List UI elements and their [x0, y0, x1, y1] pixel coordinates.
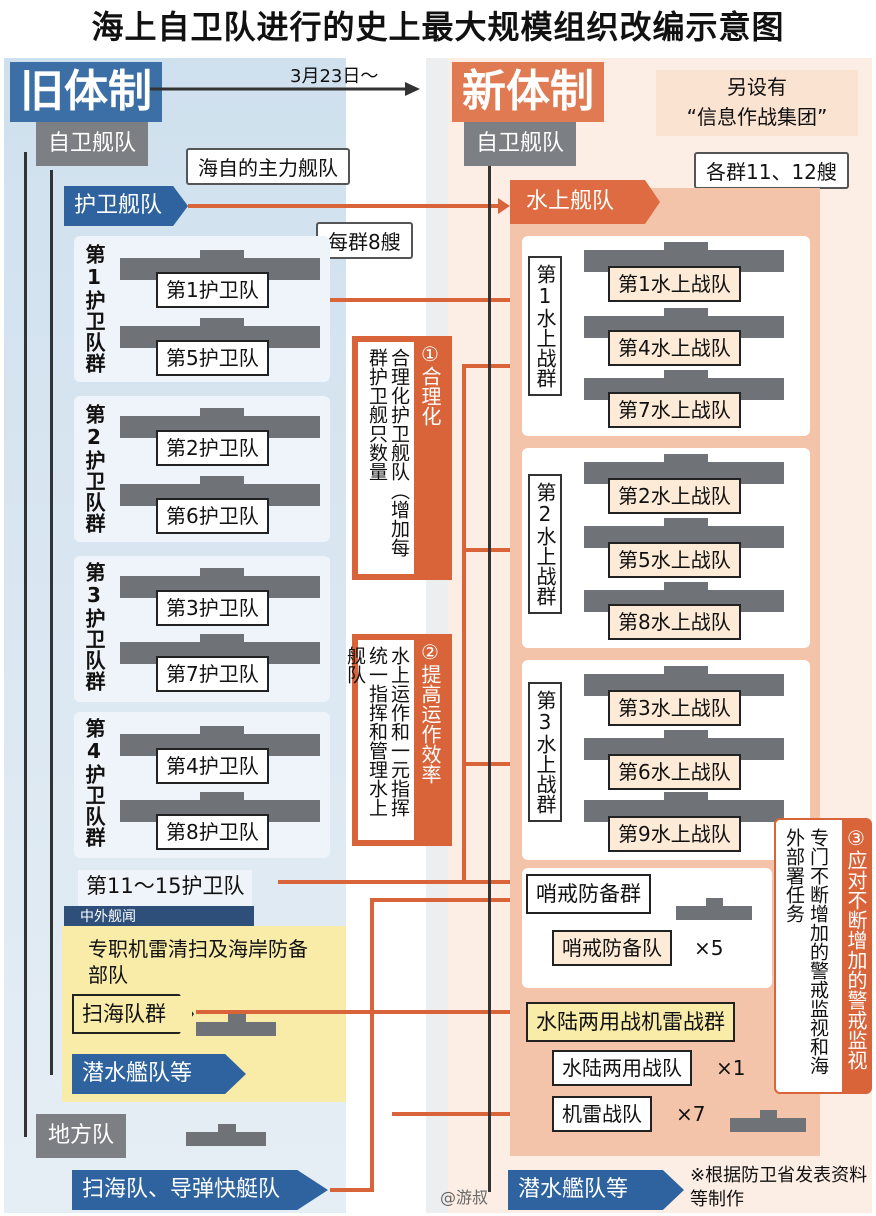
new-unit-2: 第2水上战队 — [608, 478, 741, 514]
transition-date: 3月23日～ — [290, 66, 379, 87]
extra-note-line2: “信息作战集团” — [686, 105, 828, 129]
new-patrol-group: 哨戒防备群 — [526, 874, 651, 914]
new-unit-1: 第1水上战队 — [608, 266, 741, 302]
old-unit-3: 第3护卫队 — [156, 590, 269, 626]
old-submarine-fleet: 潜水艦队等 — [72, 1054, 246, 1094]
note-3: ③应对不断增加的警戒监视 专门不断增加的警戒监视和海外部署任务 — [774, 818, 872, 1094]
mine-description: 专职机雷清扫及海岸防备部队 — [88, 937, 308, 987]
note-2: 水上运作和一元指挥统一指挥和管理水上舰队 ②提高运作效率 — [344, 634, 452, 846]
old-group-1-label: 第1护卫队群 — [82, 244, 106, 374]
new-submarine-fleet: 潜水艦队等 — [508, 1170, 684, 1210]
new-unit-8: 第8水上战队 — [608, 604, 741, 640]
note-3-body: 专门不断增加的警戒监视和海外部署任务 — [783, 828, 829, 1075]
old-escort-fleet: 护卫舰队 — [64, 186, 188, 226]
arrow-group1 — [330, 298, 518, 302]
arrow-mine-to-amphib — [196, 1010, 518, 1014]
new-mine-unit: 机雷战队 — [552, 1096, 652, 1132]
new-group-3-label: 第3水上战群 — [528, 682, 562, 822]
note-1: 合理化护卫舰队（增加每群护卫舰只数量 ①合理化 — [352, 336, 452, 580]
new-system-title: 新体制 — [452, 62, 604, 122]
extra-note-box: 另设有 “信息作战集团” — [656, 70, 858, 136]
old-unit-8: 第8护卫队 — [156, 814, 269, 850]
new-unit-5: 第5水上战队 — [608, 542, 741, 578]
old-system-title: 旧体制 — [10, 62, 162, 122]
old-unit-5: 第5护卫队 — [156, 340, 269, 376]
old-group-2-label: 第2护卫队群 — [82, 404, 106, 534]
ship-icon — [730, 1110, 806, 1132]
new-amphib-group: 水陆两用战机雷战群 — [526, 1002, 735, 1042]
note-1-title: ①合理化 — [418, 342, 442, 426]
new-tree-line-main — [488, 152, 491, 1192]
old-regional: 地方队 — [36, 1114, 127, 1158]
arrow-head — [498, 198, 510, 214]
new-amphib-unit: 水陆两用战队 — [552, 1050, 692, 1086]
note-2-body: 水上运作和一元指挥统一指挥和管理水上舰队 — [344, 640, 414, 840]
old-unit-1: 第1护卫队 — [156, 272, 269, 308]
per-group-callout-new: 各群11、12艘 — [694, 152, 849, 189]
old-minesweeper-group: 扫海队群 — [72, 994, 194, 1034]
arrow-regional-branch — [330, 1188, 374, 1192]
old-unit-6: 第6护卫队 — [156, 498, 269, 534]
note-1-body: 合理化护卫舰队（增加每群护卫舰只数量 — [358, 342, 414, 574]
transition-arrow — [150, 82, 420, 96]
old-tree-line-main — [24, 152, 27, 1137]
main-fleet-callout: 海自的主力舰队 — [186, 148, 350, 185]
new-unit-3: 第3水上战队 — [608, 690, 741, 726]
old-self-defense-fleet: 自卫舰队 — [36, 122, 149, 166]
new-patrol-unit: 哨戒防备队 — [552, 930, 672, 966]
new-group-2-label: 第2水上战群 — [528, 474, 562, 614]
old-tree-line-fleet — [50, 170, 53, 1075]
new-unit-4: 第4水上战队 — [608, 330, 741, 366]
note-2-title: ②提高运作效率 — [418, 640, 442, 784]
new-self-defense-fleet: 自卫舰队 — [464, 122, 577, 166]
note-3-title: ③应对不断增加的警戒监视 — [842, 820, 870, 1092]
ship-icon — [196, 1014, 276, 1036]
arrow-regional-top — [370, 898, 518, 902]
amphib-count: ×1 — [716, 1056, 746, 1080]
arrow-escort-to-surface — [188, 204, 498, 208]
ship-icon — [186, 1124, 266, 1146]
mine-count: ×7 — [676, 1102, 706, 1126]
old-regional-units: 扫海队、导弹快艇队 — [72, 1170, 328, 1210]
new-unit-9: 第9水上战队 — [608, 816, 741, 852]
source-note: ※根据防卫省发表资料等制作 — [690, 1165, 868, 1210]
arrow-to-mine-unit — [392, 1112, 518, 1116]
extra-note-line1: 另设有 — [727, 75, 787, 99]
watermark-logo: 中外舰闻 — [64, 906, 254, 928]
patrol-count: ×5 — [694, 936, 724, 960]
arrow-regional-trunk — [370, 898, 374, 1190]
old-units-11-15: 第11～15护卫队 — [78, 870, 253, 906]
per-group-callout-old: 每群8艘 — [316, 222, 413, 259]
new-surface-fleet: 水上舰队 — [510, 180, 660, 224]
old-unit-4: 第4护卫队 — [156, 748, 269, 784]
old-group-4-label: 第4护卫队群 — [82, 718, 106, 848]
arrow-trunk — [462, 364, 466, 884]
new-group-1-label: 第1水上战群 — [528, 256, 562, 396]
old-unit-7: 第7护卫队 — [156, 656, 269, 692]
old-unit-2: 第2护卫队 — [156, 430, 269, 466]
new-unit-7: 第7水上战队 — [608, 392, 741, 428]
diagram-title: 海上自卫队进行的史上最大规模组织改编示意图 — [91, 8, 785, 46]
weibo-watermark: @游叔 — [440, 1188, 489, 1207]
new-unit-6: 第6水上战队 — [608, 754, 741, 790]
old-group-3-label: 第3护卫队群 — [82, 562, 106, 692]
arrow-11-15-to-patrol — [278, 880, 518, 884]
ship-icon — [676, 898, 752, 920]
